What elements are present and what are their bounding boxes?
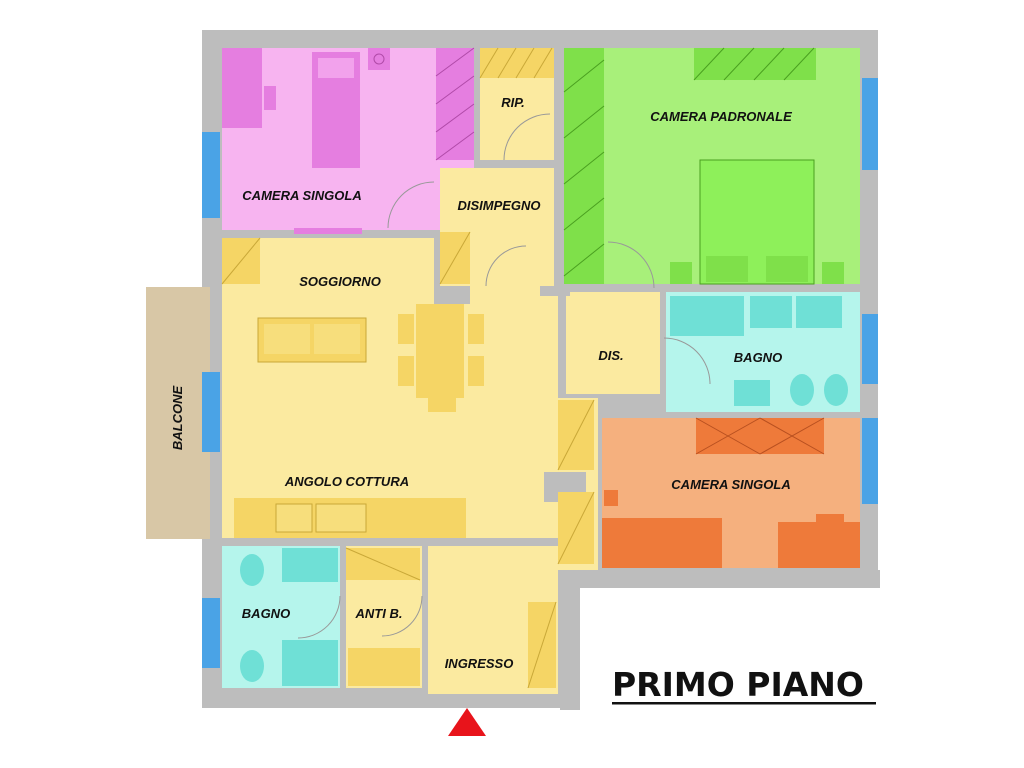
label-camera-singola-bottom: CAMERA SINGOLA xyxy=(671,477,790,492)
label-balcone: BALCONE xyxy=(170,386,185,451)
room-dis xyxy=(566,292,660,394)
label-bagno-right: BAGNO xyxy=(734,350,782,365)
furniture-anti-bagno xyxy=(345,547,423,686)
label-rip: RIP. xyxy=(501,95,525,110)
room-soggiorno xyxy=(222,238,434,540)
furniture-ripostiglio xyxy=(479,47,554,161)
label-soggiorno: SOGGIORNO xyxy=(299,274,381,289)
title-underline xyxy=(612,702,876,705)
entrance-arrow-icon xyxy=(448,708,486,736)
label-ingresso: INGRESSO xyxy=(445,656,514,671)
label-camera-padronale: CAMERA PADRONALE xyxy=(650,109,792,124)
furniture-camera-singola-top xyxy=(222,47,475,234)
furniture-soggiorno xyxy=(221,237,484,538)
balcony xyxy=(146,287,210,539)
furniture-camera-singola-bottom xyxy=(602,417,860,568)
furniture-corridor xyxy=(527,399,595,689)
furniture-bagno-left xyxy=(240,548,341,686)
label-angolo-cottura: ANGOLO COTTURA xyxy=(284,474,409,489)
windows xyxy=(202,78,878,668)
furniture-disimpegno xyxy=(439,231,527,287)
room-labels: CAMERA SINGOLA RIP. CAMERA PADRONALE DIS… xyxy=(170,95,792,671)
label-anti-b: ANTI B. xyxy=(355,606,403,621)
label-bagno-left: BAGNO xyxy=(242,606,290,621)
plan-title: PRIMO PIANO xyxy=(612,665,864,704)
furniture-bagno-right xyxy=(663,296,848,406)
label-disimpegno: DISIMPEGNO xyxy=(457,198,540,213)
furniture-camera-padronale xyxy=(563,47,844,289)
label-camera-singola-top: CAMERA SINGOLA xyxy=(242,188,361,203)
label-dis: DIS. xyxy=(598,348,623,363)
